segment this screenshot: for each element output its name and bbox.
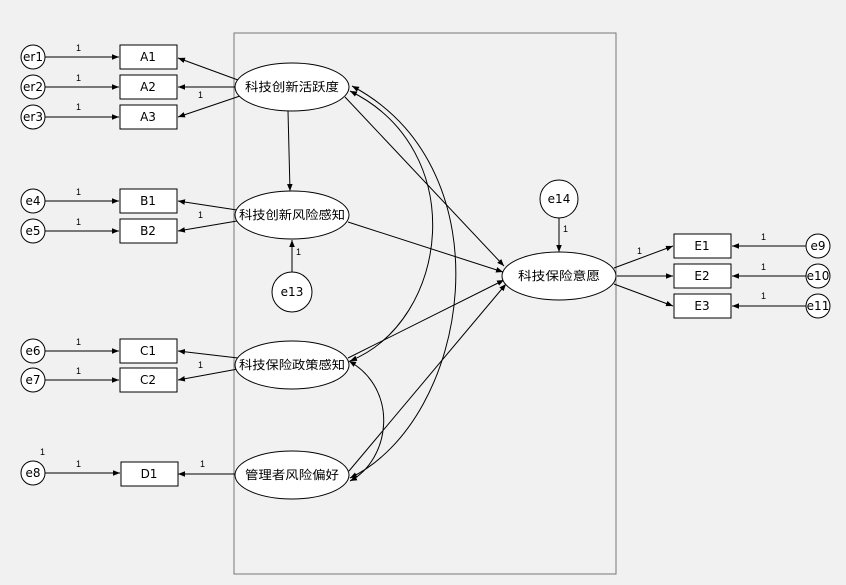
error-er3-label: er3	[23, 110, 43, 124]
error-er2-circle	[20, 74, 46, 100]
weight-C2: 1	[198, 360, 203, 370]
latent-l3-ellipse	[234, 340, 350, 390]
observed-A2-label: A2	[140, 80, 156, 94]
weight-E1: 1	[637, 246, 642, 256]
path-l1-l5	[344, 96, 505, 267]
path-l2-B2	[177, 220, 238, 233]
weight-e13: 1	[296, 247, 301, 257]
path-l5-E3	[613, 283, 674, 307]
latent-l4-label: 管理者风险偏好	[245, 467, 339, 482]
error-e14-circle	[539, 179, 579, 219]
weight-e8-var: 1	[40, 447, 45, 457]
observed-A1-label: A1	[140, 50, 156, 64]
error-e11-label: e11	[807, 299, 830, 313]
error-e13-circle	[271, 271, 313, 313]
cov-l1-l3	[349, 90, 434, 362]
path-l4-l5	[348, 283, 507, 472]
path-l1-A3	[177, 95, 241, 118]
observed-E2-box	[673, 263, 732, 289]
observed-B1-label: B1	[140, 194, 156, 208]
observed-A1-box	[119, 44, 178, 70]
path-l1-l2	[287, 110, 293, 192]
weight-er1: 1	[76, 43, 81, 53]
error-e5-label: e5	[25, 224, 40, 238]
observed-B1-box	[119, 188, 178, 214]
observed-A3-label: A3	[140, 110, 156, 124]
latent-l4-ellipse	[234, 450, 350, 500]
error-e6-label: e6	[25, 344, 40, 358]
weight-B1: 1	[198, 210, 203, 220]
weight-e6: 1	[76, 337, 81, 347]
weight-e5: 1	[76, 217, 81, 227]
error-e5-circle	[20, 218, 46, 244]
weight-e7: 1	[76, 366, 81, 376]
observed-E3-box	[673, 293, 732, 319]
error-e6-circle	[20, 338, 46, 364]
observed-D1-label: D1	[141, 467, 158, 481]
weight-A3: 1	[198, 90, 203, 100]
weight-e8: 1	[76, 459, 81, 469]
path-l3-l5	[347, 279, 505, 359]
observed-B2-label: B2	[140, 224, 156, 238]
latent-l3-label: 科技保险政策感知	[239, 357, 345, 372]
latent-l1-ellipse	[234, 62, 350, 112]
observed-A3-box	[119, 104, 178, 130]
observed-B2-box	[119, 218, 178, 244]
weight-D1: 1	[200, 459, 205, 469]
model-frame	[233, 32, 617, 575]
error-er2-label: er2	[23, 80, 43, 94]
error-e4-circle	[20, 188, 46, 214]
weight-e9: 1	[761, 232, 766, 242]
path-l2-l5	[347, 221, 504, 273]
path-l1-A1	[177, 57, 239, 81]
error-e14-label: e14	[548, 192, 571, 206]
weight-e4: 1	[76, 187, 81, 197]
error-e7-label: e7	[25, 373, 40, 387]
error-e8-label: e8	[25, 466, 40, 480]
error-er1-circle	[20, 44, 46, 70]
path-l2-B1	[177, 199, 238, 211]
latent-l5-label: 科技保险意愿	[518, 268, 600, 283]
error-er3-circle	[20, 104, 46, 130]
path-l3-C1	[177, 349, 239, 359]
observed-E2-label: E2	[694, 269, 709, 283]
observed-A2-box	[119, 74, 178, 100]
error-er1-label: er1	[23, 50, 43, 64]
observed-D1-box	[120, 461, 179, 487]
weight-e10: 1	[761, 262, 766, 272]
error-e8-circle	[20, 460, 46, 486]
weight-er3: 1	[76, 102, 81, 112]
error-e11-circle	[805, 293, 831, 319]
error-e9-circle	[805, 233, 831, 259]
weight-e14: 1	[563, 224, 568, 234]
weight-e11: 1	[761, 291, 766, 301]
observed-C2-label: C2	[140, 373, 156, 387]
observed-C1-box	[119, 338, 178, 364]
latent-l1-label: 科技创新活跃度	[245, 79, 339, 94]
latent-l2-ellipse	[234, 190, 350, 240]
cov-l1-l4	[349, 85, 457, 479]
error-e13-label: e13	[281, 285, 304, 299]
observed-C1-label: C1	[140, 344, 156, 358]
error-e10-circle	[805, 263, 831, 289]
latent-l5-ellipse	[501, 251, 617, 301]
observed-C2-box	[119, 367, 178, 393]
path-l5-E1	[613, 245, 674, 269]
error-e4-label: e4	[25, 194, 40, 208]
error-e9-label: e9	[810, 239, 825, 253]
cov-l3-l4	[348, 360, 385, 482]
observed-E1-box	[673, 233, 732, 259]
error-e7-circle	[20, 367, 46, 393]
error-e10-label: e10	[807, 269, 830, 283]
observed-E3-label: E3	[694, 299, 709, 313]
observed-E1-label: E1	[694, 239, 709, 253]
latent-l2-label: 科技创新风险感知	[239, 207, 345, 222]
path-l3-C2	[177, 368, 239, 382]
weight-er2: 1	[76, 73, 81, 83]
